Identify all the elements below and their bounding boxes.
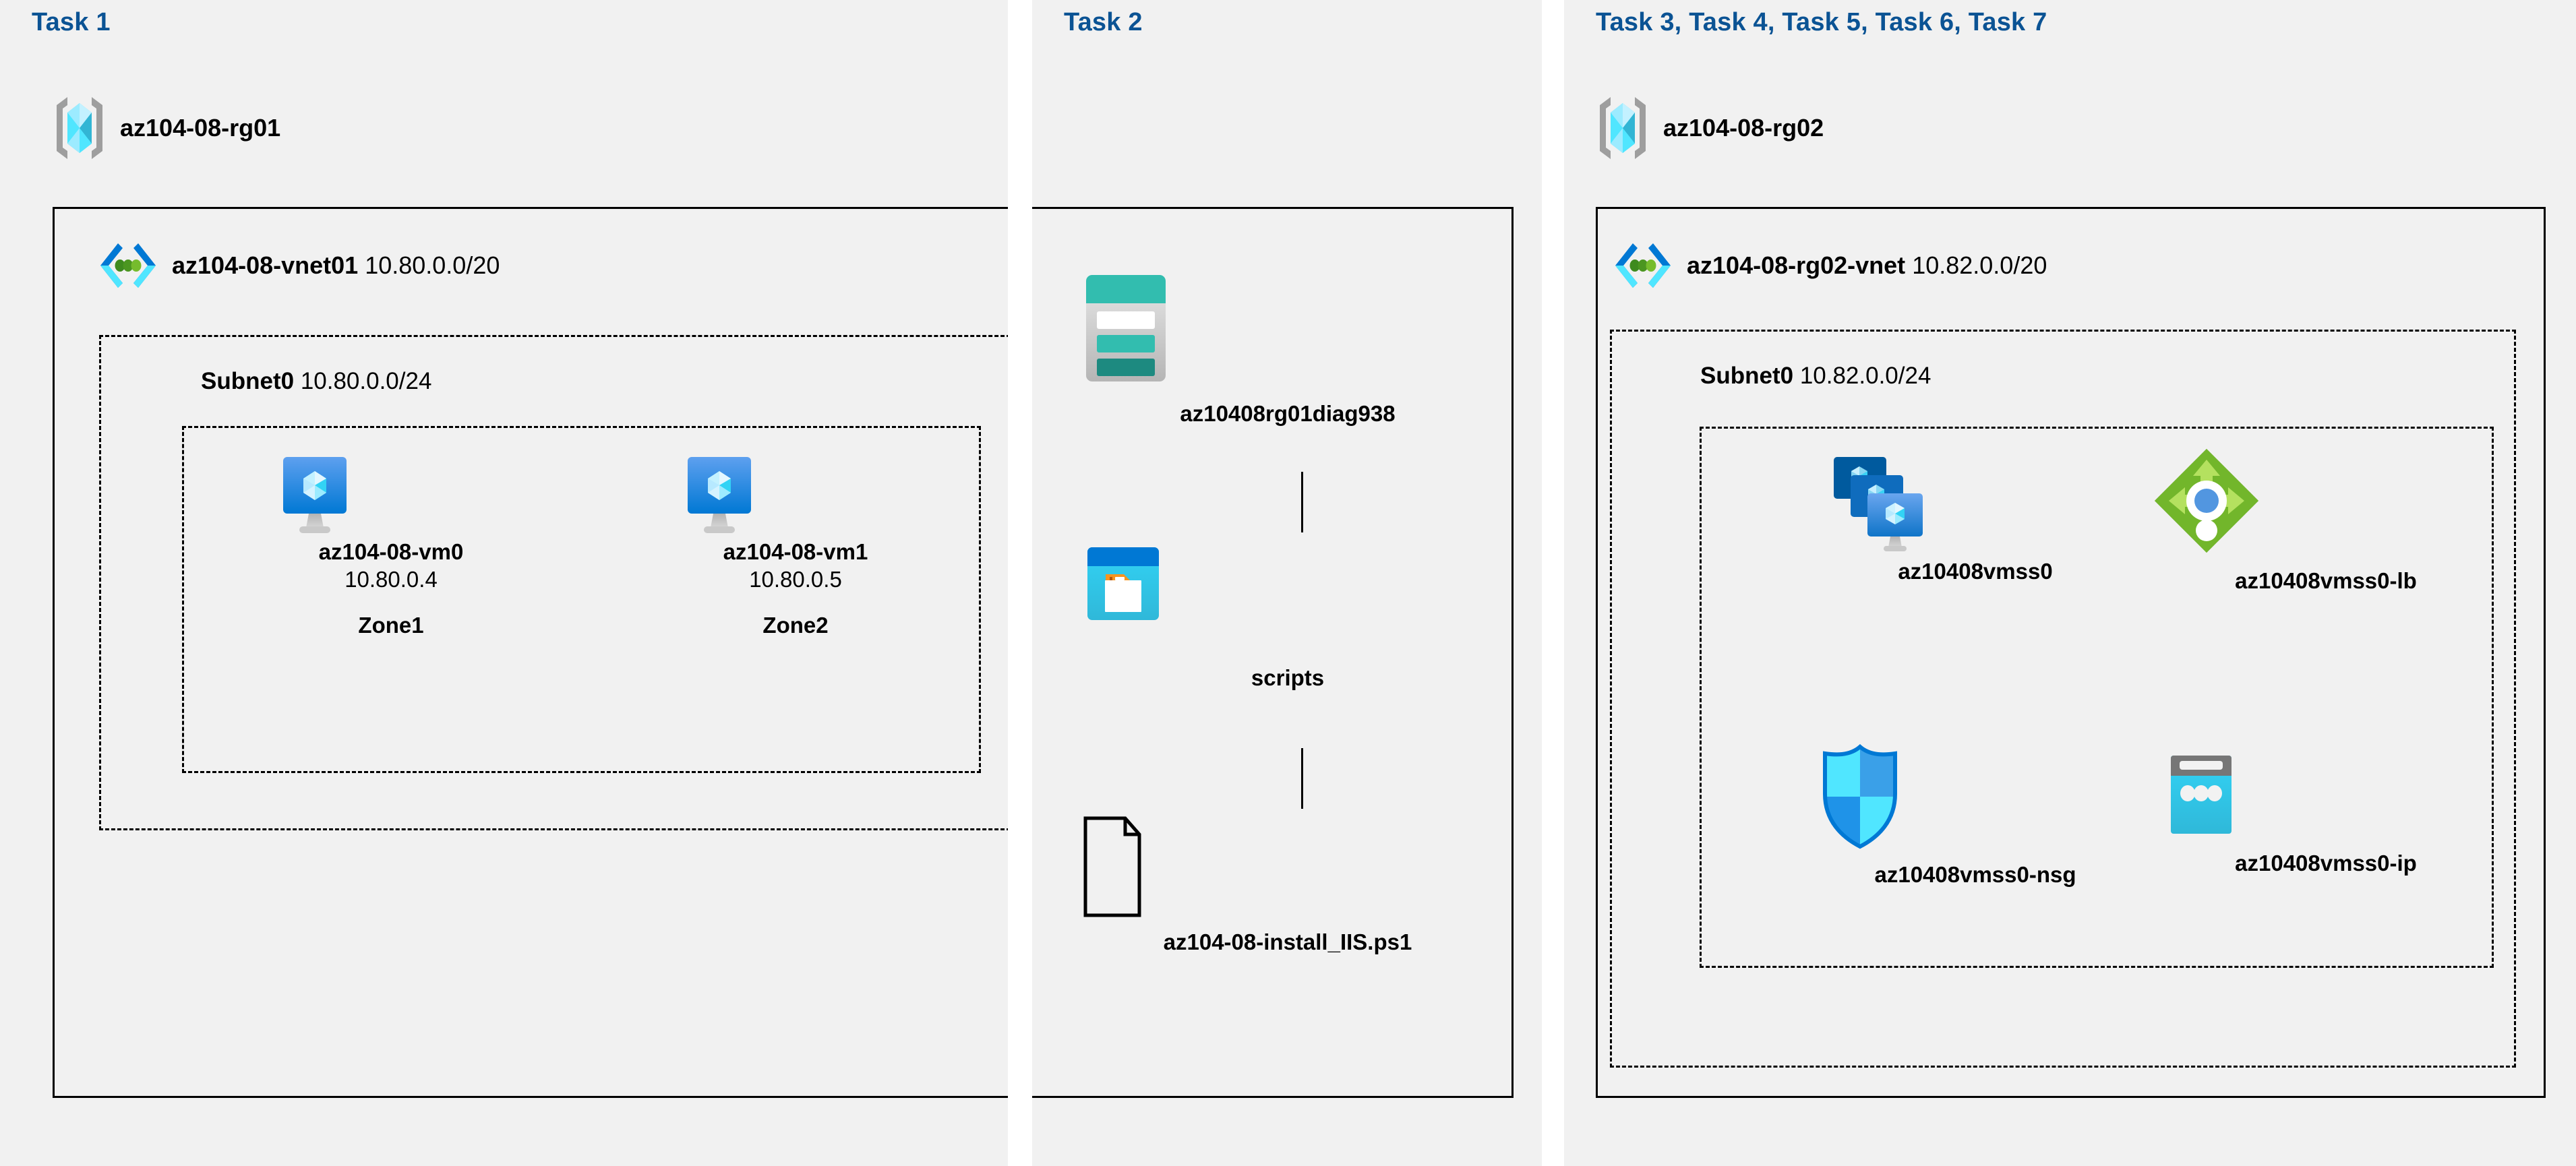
subnet-boundary-subnet0-rg02 xyxy=(1610,330,2516,1068)
subnet-name-rg01: Subnet0 xyxy=(201,368,295,394)
vm-scale-set-icon xyxy=(1820,453,2130,553)
panel-task-1 xyxy=(0,0,1008,1166)
vm-ip-1: 10.80.0.5 xyxy=(749,567,842,592)
public-ip-address-icon xyxy=(2157,751,2494,840)
blob-container-node: scripts xyxy=(1062,539,1514,692)
load-balancer-node: az10408vmss0-lb xyxy=(2151,445,2501,594)
nsg-name: az10408vmss0-nsg xyxy=(1874,862,2076,887)
network-security-group-icon xyxy=(1814,741,2137,852)
vnet-name-vnet01: az104-08-vnet01 xyxy=(172,251,359,279)
subnet-cidr-rg02: 10.82.0.0/24 xyxy=(1799,363,1931,389)
vm-ip-0: 10.80.0.4 xyxy=(345,567,438,592)
panel-gap-2 xyxy=(1542,0,1564,1166)
vnet-name-rg02vnet: az104-08-rg02-vnet xyxy=(1687,251,1906,279)
vnet-row-vnet01: az104-08-vnet01 10.80.0.0/20 xyxy=(98,239,500,292)
resource-group-row-rg01: az104-08-rg01 xyxy=(53,94,280,162)
vnet-cidr-vnet01: 10.80.0.0/20 xyxy=(365,251,500,279)
load-balancer-icon xyxy=(2151,445,2501,557)
vm-name-0: az104-08-vm0 xyxy=(318,539,464,564)
vm-node-0: az104-08-vm0 10.80.0.4 Zone1 xyxy=(270,455,512,638)
storage-account-node: az10408rg01diag938 xyxy=(1062,264,1514,427)
vm-name-1: az104-08-vm1 xyxy=(723,539,868,564)
subnet-cidr-rg01: 10.80.0.0/24 xyxy=(300,368,432,394)
connector-storage-to-container xyxy=(1301,472,1303,532)
vmss-resource-boundary xyxy=(1700,427,2494,968)
vm-zone-1: Zone2 xyxy=(762,613,829,638)
subnet-label-subnet0-rg01: Subnet0 10.80.0.0/24 xyxy=(201,368,431,395)
resource-group-name-rg02: az104-08-rg02 xyxy=(1663,114,1824,142)
storage-account-name: az10408rg01diag938 xyxy=(1180,401,1396,426)
load-balancer-name: az10408vmss0-lb xyxy=(2235,568,2417,593)
public-ip-name: az10408vmss0-ip xyxy=(2235,851,2417,876)
vnet-cidr-rg02vnet: 10.82.0.0/20 xyxy=(1912,251,2047,279)
virtual-machine-icon xyxy=(674,455,917,539)
task-title-2: Task 2 xyxy=(1064,8,1143,36)
nsg-node: az10408vmss0-nsg xyxy=(1814,741,2137,888)
virtual-machine-icon xyxy=(270,455,512,539)
virtual-network-icon xyxy=(1613,239,1673,292)
vmss-node: az10408vmss0 xyxy=(1820,453,2130,585)
resource-group-name-rg01: az104-08-rg01 xyxy=(120,114,281,142)
task-title-3: Task 3, Task 4, Task 5, Task 6, Task 7 xyxy=(1596,8,2047,36)
vnet-row-rg02vnet: az104-08-rg02-vnet 10.82.0.0/20 xyxy=(1613,239,2047,292)
blob-container-icon xyxy=(1062,539,1514,655)
file-node: az104-08-install_IIS.ps1 xyxy=(1062,814,1514,956)
vnet-label-vnet01: az104-08-vnet01 10.80.0.0/20 xyxy=(172,251,500,280)
storage-account-icon xyxy=(1062,264,1514,392)
resource-group-icon xyxy=(53,94,107,162)
panel-task-3-to-7 xyxy=(1564,0,2576,1166)
virtual-network-icon xyxy=(98,239,158,292)
public-ip-node: az10408vmss0-ip xyxy=(2157,751,2494,877)
task-title-1: Task 1 xyxy=(32,8,111,36)
resource-group-row-rg02: az104-08-rg02 xyxy=(1596,94,1824,162)
file-name: az104-08-install_IIS.ps1 xyxy=(1163,929,1412,954)
blob-container-name: scripts xyxy=(1251,665,1325,690)
vm-node-1: az104-08-vm1 10.80.0.5 Zone2 xyxy=(674,455,917,638)
vnet-boundary-vnet01 xyxy=(53,207,1514,1098)
availability-zone-boundary xyxy=(182,426,981,773)
file-icon xyxy=(1062,814,1514,919)
connector-container-to-file xyxy=(1301,748,1303,809)
subnet-name-rg02: Subnet0 xyxy=(1700,363,1794,389)
vmss-name: az10408vmss0 xyxy=(1898,559,2053,584)
resource-group-icon xyxy=(1596,94,1650,162)
panel-gap-1 xyxy=(1008,0,1032,1166)
vnet-boundary-rg02-vnet xyxy=(1596,207,2546,1098)
vnet-label-rg02vnet: az104-08-rg02-vnet 10.82.0.0/20 xyxy=(1687,251,2047,280)
vm-zone-0: Zone1 xyxy=(358,613,424,638)
subnet-label-subnet0-rg02: Subnet0 10.82.0.0/24 xyxy=(1700,363,1931,390)
